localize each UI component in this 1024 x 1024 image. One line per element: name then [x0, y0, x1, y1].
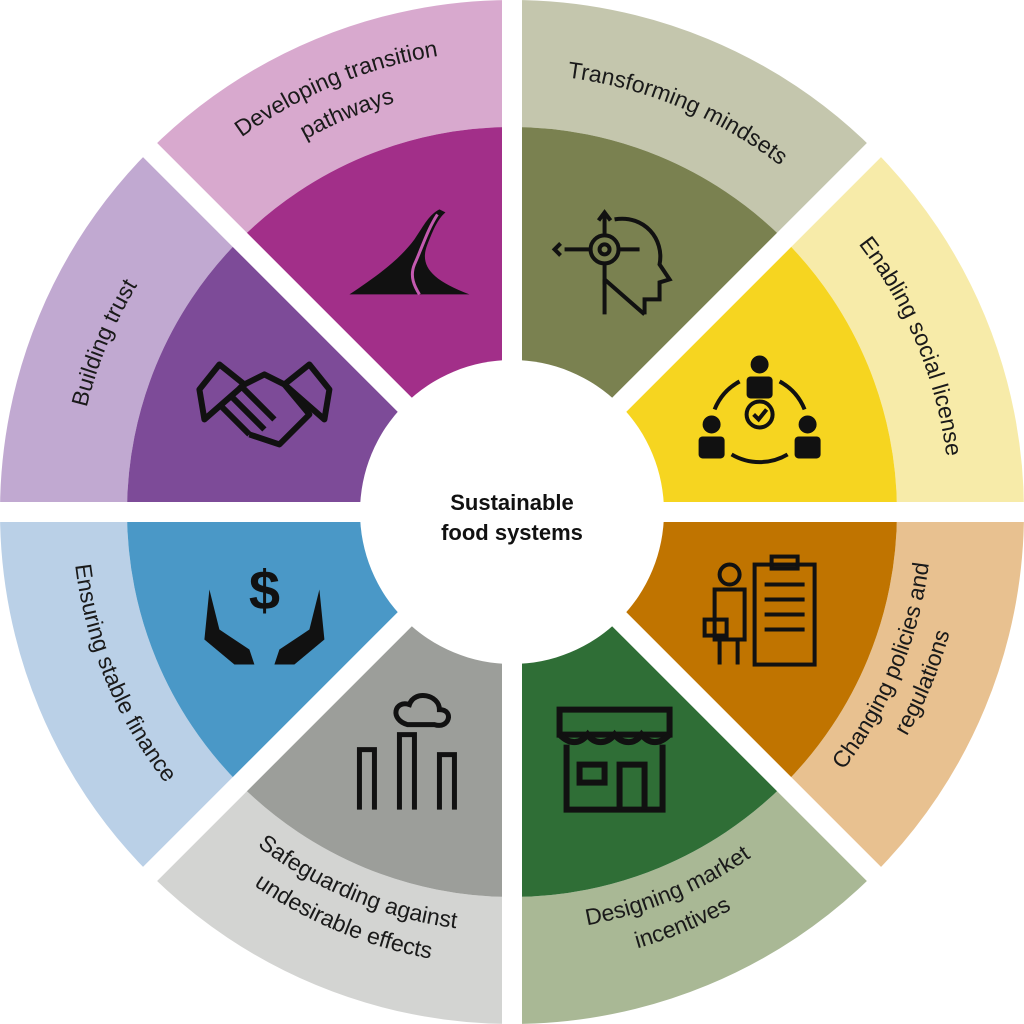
factory-icon [356, 693, 457, 810]
handshake-icon [196, 361, 333, 448]
segment-outer-band [149, 784, 512, 1024]
road-icon [349, 209, 470, 296]
segment-inner-wedge [610, 239, 897, 512]
segment-ensuring-stable-finance [0, 512, 414, 875]
svg-text:$: $ [249, 559, 280, 622]
segment-developing-transition-pathways [149, 0, 512, 414]
segment-inner-wedge [512, 610, 785, 897]
dollar-hands-icon: $ [204, 559, 325, 665]
segment-outer-band [512, 784, 875, 1024]
segment-transforming-mindsets [512, 0, 875, 414]
segment-inner-wedge [512, 127, 785, 414]
segment-inner-wedge [127, 512, 414, 785]
center-title-line-2: food systems [441, 520, 583, 545]
segment-outer-band [784, 149, 1024, 512]
segment-outer-band [784, 512, 1024, 875]
segment-outer-band [512, 0, 875, 240]
center-circle [360, 360, 664, 664]
center-title-line-1: Sustainable [450, 490, 573, 515]
people-network-icon [698, 355, 821, 465]
segment-designing-market-incentives [512, 610, 875, 1024]
segment-outer-band [149, 0, 512, 240]
head-target-icon [551, 209, 673, 316]
segment-enabling-social-license [610, 149, 1024, 512]
segment-outer-band [0, 512, 240, 875]
clipboard-person-icon [702, 554, 817, 667]
segment-outer-band [0, 149, 240, 512]
storefront-icon [556, 706, 673, 813]
segment-inner-wedge [239, 127, 512, 414]
